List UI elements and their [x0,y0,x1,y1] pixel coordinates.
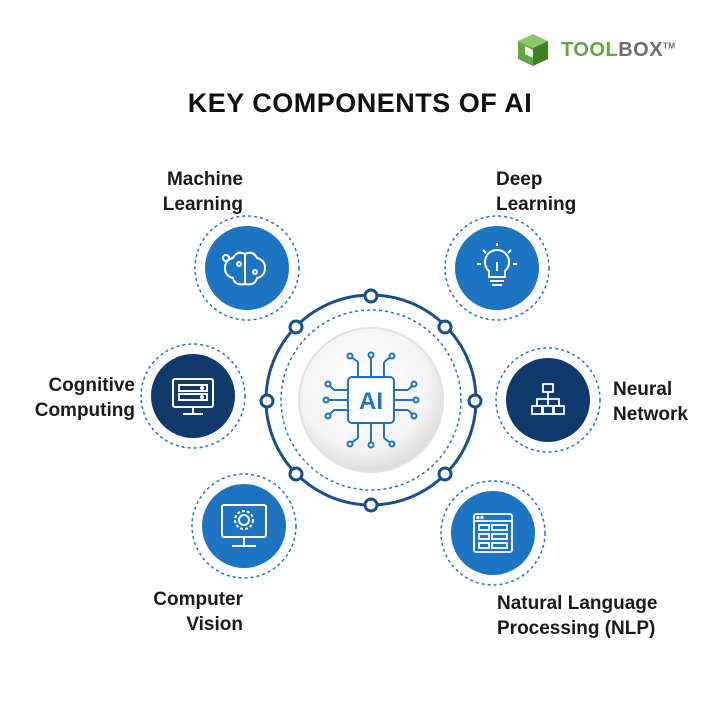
label-machine-learning: Machine Learning [162,169,243,215]
hierarchy-icon [531,383,565,415]
component-deep-learning [444,215,550,321]
inner-ring [280,309,462,491]
label-neural-network: Neural Network [613,379,688,425]
lightbulb-icon [477,243,517,286]
component-neural-network [495,347,601,453]
label-nlp: Natural Language Processing (NLP) [497,593,658,639]
monitor-server-icon [172,378,214,415]
component-nlp [440,480,546,586]
toolbox-logo: TOOLBOXTM [513,30,693,70]
hub-label: AI [359,388,383,415]
label-cognitive-computing: Cognitive Computing [34,375,135,421]
component-machine-learning [194,215,300,321]
document-form-icon [473,513,513,553]
label-computer-vision: Computer Vision [153,589,243,635]
ring-nodes [259,288,483,513]
logo-wordmark: TOOLBOXTM [561,38,676,61]
label-deep-learning: Deep Learning [496,169,577,215]
monitor-gear-icon [221,504,267,547]
brain-gear-icon [222,251,267,286]
component-cognitive-computing [140,343,246,449]
component-computer-vision [191,473,297,579]
chip-circuit-icon [322,351,420,449]
cube-logo-icon [518,34,548,66]
page-title: KEY COMPONENTS OF AI [187,88,533,118]
